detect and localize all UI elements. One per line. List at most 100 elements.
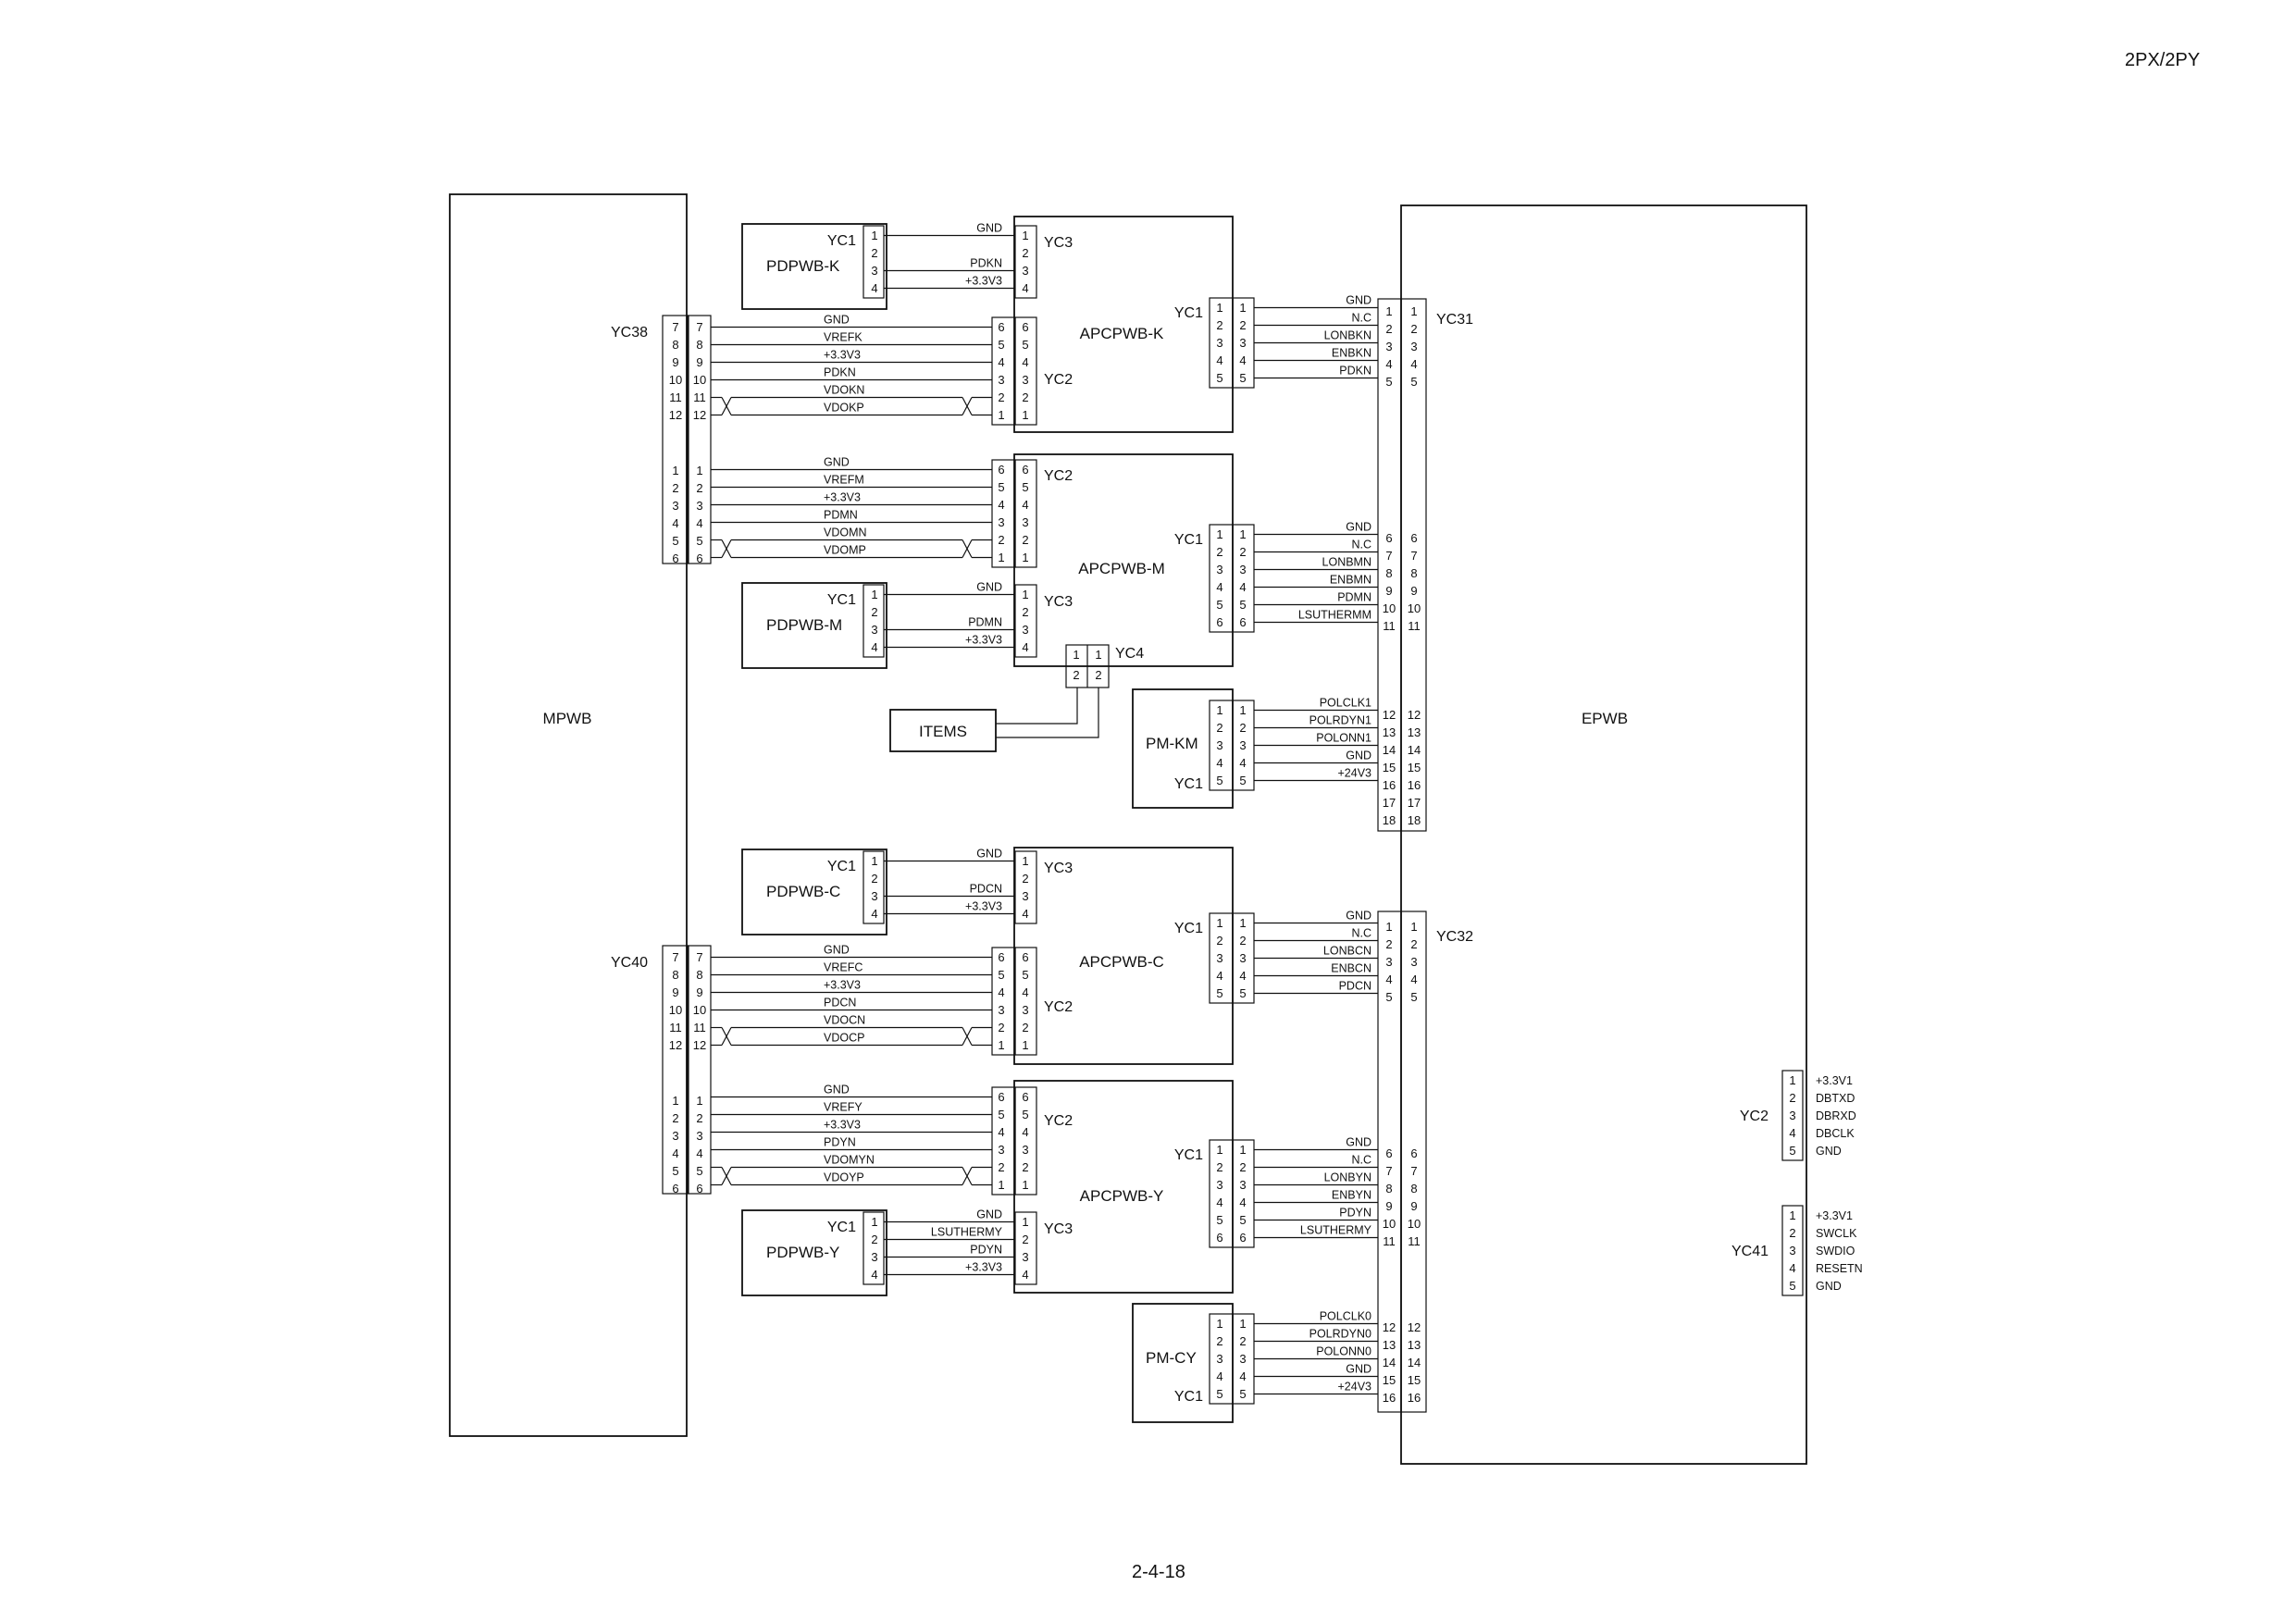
pin-number: 1 [1022,854,1028,868]
signal-label: PDMN [824,509,858,522]
pin-number: 4 [1022,1268,1028,1282]
pin-number: 12 [669,1038,682,1052]
pin-number: 14 [1408,743,1421,757]
pin-number: 6 [1216,615,1222,629]
pin-number: 1 [1073,648,1079,662]
signal-label: VDOYP [824,1171,864,1184]
signal-label: SWCLK [1816,1227,1857,1240]
signal-label: GND [976,222,1002,235]
pin-number: 4 [1216,1196,1222,1209]
yc3-label: YC3 [1044,861,1073,876]
pin-number: 4 [1216,580,1222,594]
pin-number: 10 [693,1003,706,1017]
pin-number: 2 [1073,668,1079,682]
pin-number: 5 [1385,990,1392,1004]
pin-number: 10 [1408,1217,1421,1231]
pin-number: 8 [696,968,702,982]
pin-number: 2 [672,1111,678,1125]
epwb-connector-housing [1377,911,1402,1413]
pin-number: 12 [1408,1320,1421,1334]
pin-number: 2 [871,1233,877,1246]
pin-number: 6 [696,1182,702,1196]
pin-number: 3 [871,264,877,278]
pin-number: 17 [1408,796,1421,810]
pin-number: 4 [998,355,1004,369]
wire-items [996,688,1078,725]
signal-label: POLRDYN1 [1309,714,1371,727]
signal-label: LONBMN [1322,556,1371,569]
pin-number: 2 [1239,934,1246,948]
apc-yc1-label: YC1 [1174,305,1203,321]
pin-number: 3 [1022,1143,1028,1157]
pin-number: 7 [1385,549,1392,563]
pin-number: 5 [1789,1144,1795,1158]
yc4-label: YC4 [1115,646,1144,662]
signal-label: +3.3V1 [1816,1074,1853,1087]
pin-number: 6 [1239,615,1246,629]
pin-number: 14 [1383,1356,1396,1369]
twisted-pair [721,1027,732,1046]
pin-number: 2 [696,1111,702,1125]
pin-number: 7 [696,320,702,334]
signal-label: PDYN [824,1136,856,1149]
pin-number: 2 [696,481,702,495]
pin-number: 5 [1022,1108,1028,1121]
signal-label: +3.3V3 [965,634,1002,647]
connector-pin-strip [1781,1070,1804,1161]
pin-number: 6 [1022,950,1028,964]
pin-number: 12 [669,408,682,422]
pin-number: 4 [998,985,1004,999]
pin-number: 5 [1789,1279,1795,1293]
pin-number: 4 [871,1268,877,1282]
epwb-side-connector-label: YC2 [1740,1109,1769,1124]
pin-number: 4 [871,640,877,654]
pin-number: 4 [871,281,877,295]
pin-number: 1 [871,229,877,242]
pin-number: 1 [871,1215,877,1229]
pin-number: 9 [1410,584,1417,598]
pin-number: 2 [1216,1334,1222,1348]
pin-number: 2 [1216,721,1222,735]
items-label: ITEMS [919,723,967,740]
signal-label: +3.3V3 [824,1119,861,1132]
signal-label: PDMN [1337,591,1371,604]
pin-number: 10 [693,373,706,387]
pin-number: 2 [1239,1160,1246,1174]
signal-label: LONBCN [1323,945,1371,958]
pin-number: 7 [696,950,702,964]
pin-number: 5 [1239,1387,1246,1401]
signal-label: +24V3 [1338,1381,1372,1394]
signal-label: VDOCN [824,1014,865,1027]
pin-number: 16 [1383,778,1396,792]
pdpwb-board [741,223,887,310]
pin-number: 2 [1216,1160,1222,1174]
signal-label: POLRDYN0 [1309,1328,1371,1341]
pin-number: 6 [1216,1231,1222,1245]
pin-number: 5 [1022,968,1028,982]
apcpwb-c-label: APCPWB-C [1079,953,1164,971]
pin-number: 5 [672,534,678,548]
pin-number: 1 [1239,1143,1246,1157]
pin-number: 3 [1239,1178,1246,1192]
signal-label: PDKN [824,366,856,379]
pin-number: 6 [998,950,1004,964]
signal-label: VREFM [824,474,864,487]
pin-number: 11 [1408,619,1421,633]
pin-number: 6 [998,320,1004,334]
pin-number: 11 [669,390,682,404]
pin-number: 2 [1239,721,1246,735]
pdpwb-board [741,1209,887,1296]
signal-label: +3.3V3 [965,1261,1002,1274]
pin-number: 4 [871,907,877,921]
pin-number: 1 [1239,301,1246,315]
pin-number: 1 [696,1094,702,1108]
pin-number: 18 [1408,813,1421,827]
pin-number: 2 [1022,1160,1028,1174]
signal-label: +24V3 [1338,767,1372,780]
signal-label: DBCLK [1816,1127,1855,1140]
pin-number: 18 [1383,813,1396,827]
connector-pin-strip [1014,225,1037,299]
signal-label: GND [824,456,850,469]
signal-label: +3.3V3 [824,979,861,992]
pin-number: 2 [871,246,877,260]
